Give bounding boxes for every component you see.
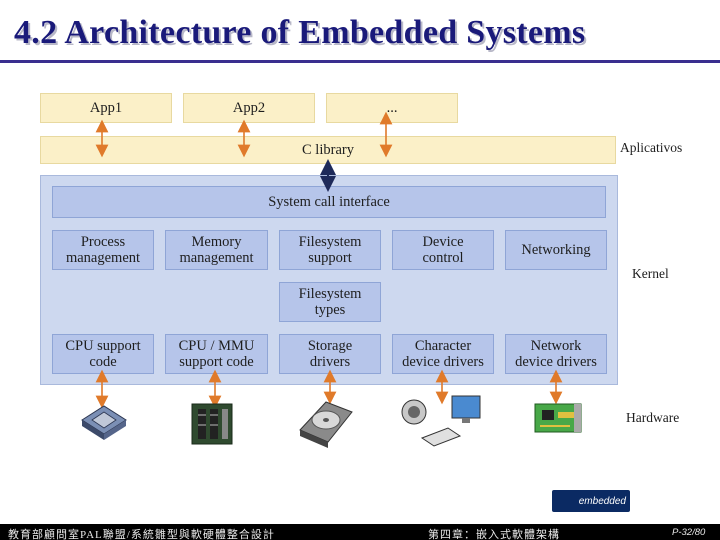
footer-page-number: P-32/80 [672, 527, 706, 538]
app1-label: App1 [89, 100, 123, 116]
speaker-monitor-keyboard-icon [401, 395, 481, 447]
hard-disk-icon [299, 401, 353, 448]
footer-bar [0, 524, 720, 540]
cpu-chip-icon [81, 405, 127, 440]
layer-label-applications: Aplicativos [620, 140, 683, 155]
app2-box: App2 [183, 93, 315, 123]
embedded-logo: embedded [552, 490, 630, 512]
c-library-label: C library [302, 142, 354, 158]
logo-text: embedded [578, 495, 626, 507]
kernel-networking: Networking [505, 230, 607, 270]
footer-chapter-text: 第四章：嵌入式軟體架構 [428, 529, 560, 540]
kernel-filesystem-support: Filesystem support [279, 230, 381, 270]
page-title-shadow: 4.2 Architecture of Embedded Systems [16, 16, 588, 53]
network-card-icon [534, 403, 582, 433]
kernel-device-control: Device control [392, 230, 494, 270]
title-divider [0, 60, 720, 63]
kernel-char-device-drivers: Character device drivers [392, 334, 494, 374]
kernel-filesystem-types: Filesystem types [279, 282, 381, 322]
kernel-cpu-mmu-support: CPU / MMU support code [165, 334, 268, 374]
app-more-label: ... [386, 100, 398, 116]
layer-label-hardware: Hardware [626, 410, 680, 425]
app2-label: App2 [232, 100, 266, 116]
footer-left-text: 教育部顧問室PAL聯盟/系統雛型與軟硬體整合設計 [8, 529, 275, 540]
syscall-label: System call interface [268, 194, 390, 210]
kernel-process-mgmt: Process management [52, 230, 154, 270]
page-title: 4.2 Architecture of Embedded Systems [14, 14, 586, 51]
memory-board-icon [191, 403, 233, 445]
kernel-memory-mgmt: Memory management [165, 230, 268, 270]
kernel-network-device-drivers: Network device drivers [505, 334, 607, 374]
layer-label-kernel: Kernel [632, 266, 669, 281]
